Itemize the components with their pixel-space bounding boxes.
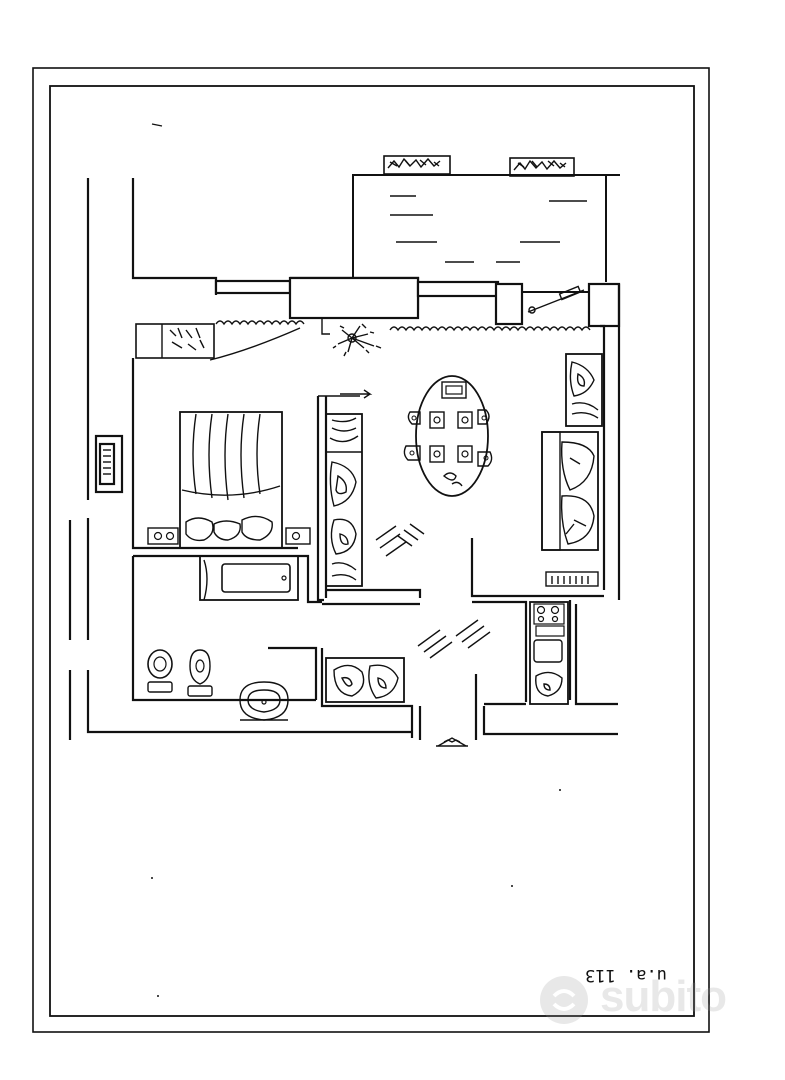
wardrobe: [318, 389, 373, 587]
floor-hatch-living: [375, 523, 425, 557]
washbasin: [239, 681, 289, 721]
nightstand-left: [147, 527, 179, 545]
double-bed: [179, 411, 283, 549]
watermark-text: subito: [600, 972, 727, 1021]
planter-left: [383, 155, 451, 175]
outer-frame: [32, 67, 710, 1033]
dining-chairs: [403, 409, 493, 467]
dining-table: [415, 375, 489, 497]
floor-hatch-hall: [417, 619, 491, 659]
planter-right: [509, 157, 575, 177]
sofa: [541, 431, 599, 551]
radiator: [545, 571, 599, 587]
entry-marker: [436, 737, 468, 747]
kitchen-counter: [529, 601, 569, 705]
exterior-walls: [86, 178, 621, 600]
potted-plant: [332, 323, 382, 357]
subito-logo-icon: [540, 976, 588, 1024]
wall-blocks: [94, 434, 124, 494]
nightstand-right: [285, 527, 311, 545]
bathtub: [199, 555, 299, 601]
toilet: [147, 649, 173, 693]
bedroom-closet: [135, 323, 215, 359]
curtain-rail: [209, 318, 591, 361]
unit-label: u.a. 113: [585, 965, 667, 985]
scan-specks: [151, 123, 561, 997]
balcony-door: [527, 285, 585, 314]
subito-watermark: subito: [536, 972, 766, 1028]
inner-frame: [49, 85, 695, 1017]
balcony: [352, 174, 620, 282]
living-cabinet: [565, 353, 603, 427]
bidet: [187, 649, 213, 697]
hall-cabinet: [325, 657, 405, 703]
